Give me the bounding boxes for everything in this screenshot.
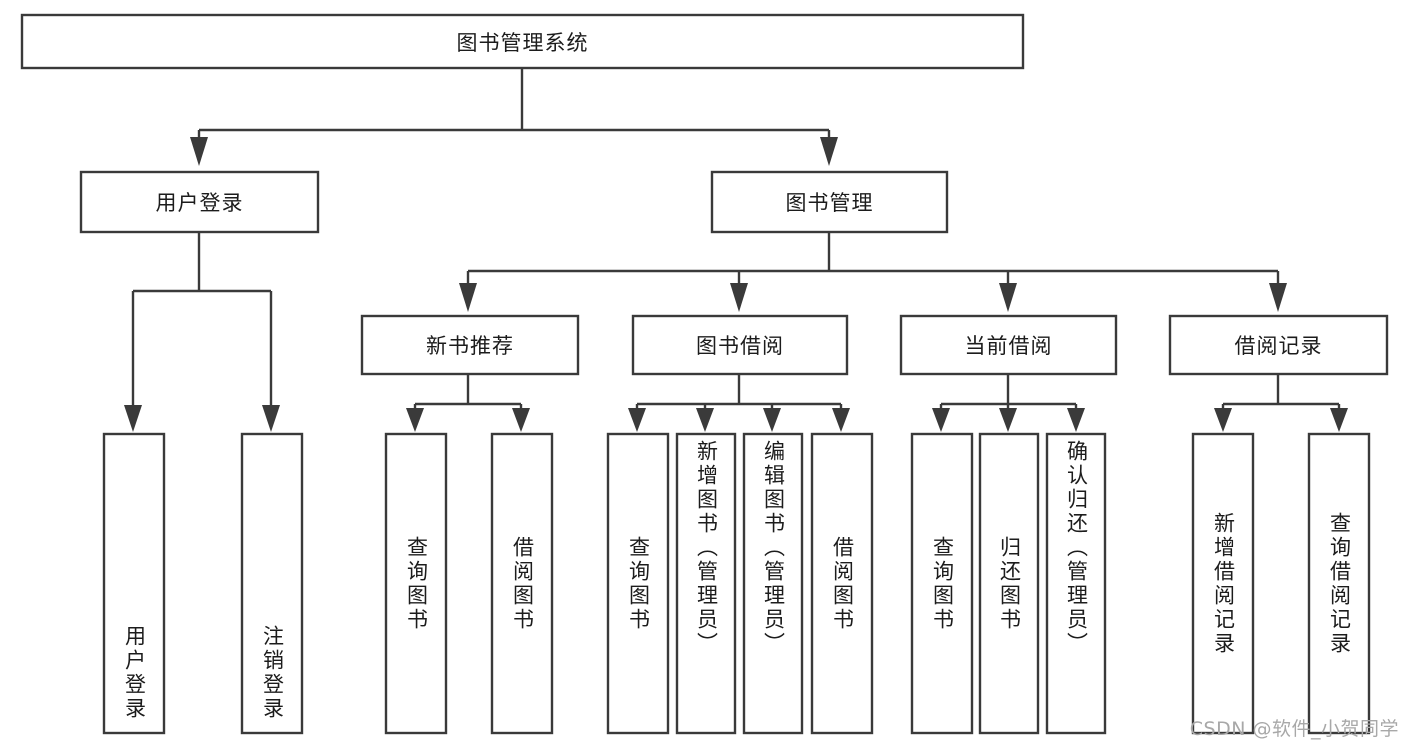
node-book-manage-box[interactable] [710,170,949,234]
arrow-bb-leaf-2 [696,408,714,432]
node-borrow-record-box[interactable] [1168,314,1389,376]
node-new-book-recommend-box[interactable] [360,314,580,376]
leaf-box-nbr-query-book[interactable] [384,432,448,735]
arrow-current-borrow [999,283,1017,312]
arrow-nbr-leaf-2 [512,408,530,432]
arrow-bb-leaf-1 [628,408,646,432]
leaf-box-logout[interactable] [240,432,304,735]
arrow-bb-leaf-4 [832,408,850,432]
leaf-box-bb-query-book[interactable] [606,432,670,735]
leaf-box-bb-add-book-admin[interactable] [675,432,737,735]
leaf-box-nbr-borrow-book[interactable] [490,432,554,735]
arrow-leaf-logout [262,405,280,432]
arrow-cb-leaf-1 [932,408,950,432]
arrow-leaf-user-login [124,405,142,432]
arrow-br-leaf-1 [1214,408,1232,432]
arrow-book-borrow [730,283,748,312]
arrow-new-book-recommend [459,283,477,312]
arrow-nbr-leaf-1 [406,408,424,432]
leaf-box-bb-borrow-book[interactable] [810,432,874,735]
leaf-box-br-query-record[interactable] [1307,432,1371,735]
arrow-user-login [190,137,208,166]
arrow-book-manage [820,137,838,166]
node-root-box[interactable] [20,13,1025,70]
leaf-box-cb-query-book[interactable] [910,432,974,735]
leaf-box-br-add-record[interactable] [1191,432,1255,735]
node-current-borrow-box[interactable] [899,314,1118,376]
node-book-borrow-box[interactable] [631,314,849,376]
arrow-cb-leaf-2 [999,408,1017,432]
leaf-box-cb-confirm-return-admin[interactable] [1045,432,1107,735]
leaf-box-bb-edit-book-admin[interactable] [742,432,804,735]
leaf-box-cb-return-book[interactable] [978,432,1040,735]
arrow-cb-leaf-3 [1067,408,1085,432]
leaf-box-user-login[interactable] [102,432,166,735]
arrow-borrow-record [1269,283,1287,312]
arrow-bb-leaf-3 [763,408,781,432]
node-user-login-box[interactable] [79,170,320,234]
arrow-br-leaf-2 [1330,408,1348,432]
